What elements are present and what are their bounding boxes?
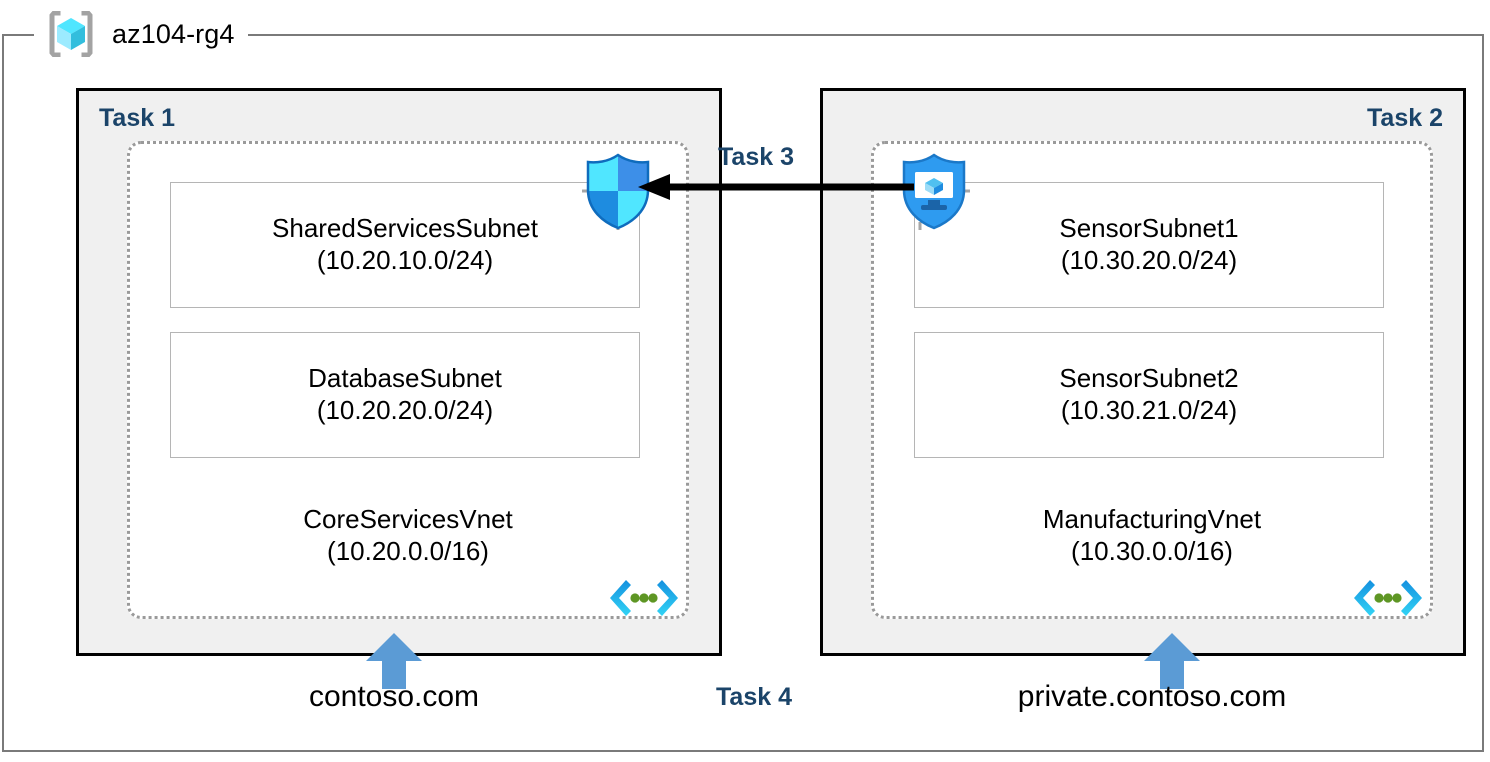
vnet-manufacturingvnet[interactable]: SensorSubnet1 (10.30.20.0/24) SensorSubn… [871,141,1433,619]
subnet-cidr: (10.20.10.0/24) [316,245,494,275]
vnet-cidr: (10.30.0.0/16) [1071,535,1233,566]
up-arrow-icon [366,633,422,689]
subnet-name: SharedServicesSubnet [272,213,538,244]
resource-group-frame [2,34,1484,752]
task1-panel[interactable]: Task 1 SharedServicesSubnet (10.20.10.0/… [76,88,722,656]
task2-panel[interactable]: Task 2 SensorSubnet1 (10.30.20.0/24) Sen… [820,88,1466,656]
subnet-name: SensorSubnet2 [1059,363,1239,394]
virtual-network-icon [610,580,678,616]
vnet-name: CoreServicesVnet [303,504,513,534]
vnet-coreservicesvnet[interactable]: SharedServicesSubnet (10.20.10.0/24) Dat… [127,141,689,619]
up-arrow-icon [1144,633,1200,689]
task4-label: Task 4 [716,683,792,711]
dns-zone-contoso: contoso.com [308,680,480,713]
subnet-sensorsubnet1[interactable]: SensorSubnet1 (10.30.20.0/24) [914,182,1384,308]
vnet-caption: CoreServicesVnet (10.20.0.0/16) [130,504,686,567]
task1-label: Task 1 [99,104,175,132]
bastion-shield-monitor-icon[interactable] [898,152,970,230]
subnet-cidr: (10.20.20.0/24) [316,395,494,425]
subnet-name: SensorSubnet1 [1059,213,1239,244]
vnet-cidr: (10.20.0.0/16) [327,535,489,566]
subnet-sensorsubnet2[interactable]: SensorSubnet2 (10.30.21.0/24) [914,332,1384,458]
vnet-caption: ManufacturingVnet (10.30.0.0/16) [874,504,1430,567]
task3-label: Task 3 [718,143,794,171]
vnet-name: ManufacturingVnet [1042,504,1262,534]
dns-zone-private-contoso: private.contoso.com [1017,680,1287,713]
virtual-network-icon [1354,580,1422,616]
subnet-cidr: (10.30.21.0/24) [1060,395,1238,425]
azure-resource-group-cube-icon [49,11,93,57]
resource-group-header: az104-rg4 [34,2,249,66]
subnet-name: DatabaseSubnet [308,363,502,394]
task2-label: Task 2 [1367,104,1443,132]
left-arrow-icon [638,174,914,200]
subnet-cidr: (10.30.20.0/24) [1060,245,1238,275]
resource-group-name: az104-rg4 [112,18,235,49]
subnet-databasesubnet[interactable]: DatabaseSubnet (10.20.20.0/24) [170,332,640,458]
subnet-sharedservicessubnet[interactable]: SharedServicesSubnet (10.20.10.0/24) [170,182,640,308]
